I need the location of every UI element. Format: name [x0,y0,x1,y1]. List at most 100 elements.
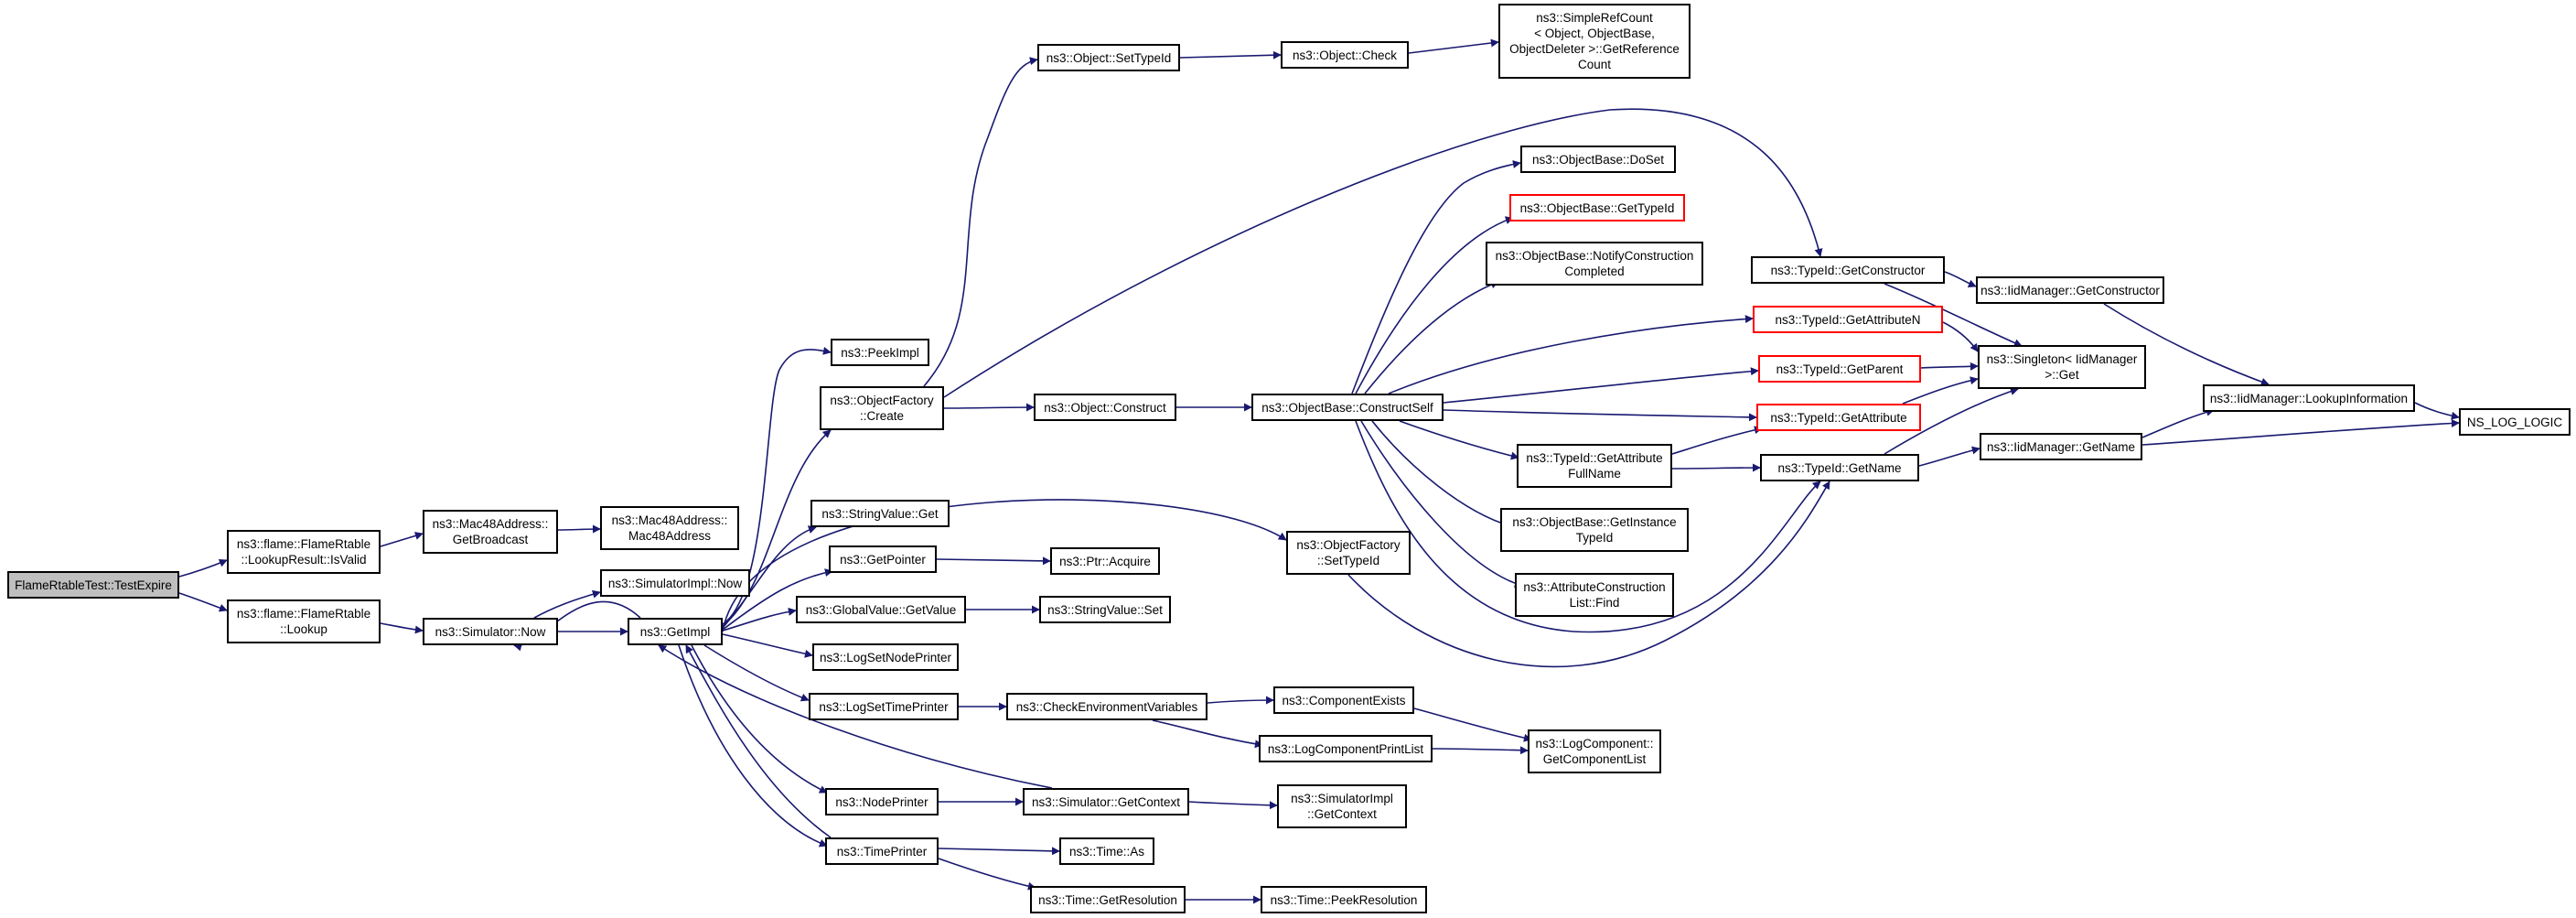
node-getpointer[interactable]: ns3::GetPointer [829,545,937,573]
edge-isvalid-to-getbroadcast [380,532,424,547]
node-mac48address-mac48address[interactable]: ns3::Mac48Address:: Mac48Address [600,506,739,550]
edge-typeidgetattribute-to-singletonget [1902,376,1979,405]
edge-root-to-lookup [178,592,228,612]
node-simulator-now[interactable]: ns3::Simulator::Now [423,618,558,645]
edge-getimpl-to-stringvalueget [722,525,817,629]
edge-typeidgetname-to-singletonget [1884,387,2019,455]
edge-lookupinfo-to-nsloglogic [2414,402,2460,420]
edge-constructself-to-typeidgetname [1355,420,1821,633]
edge-getimpl-to-timeprinter [678,644,828,848]
node-time-peekresolution[interactable]: ns3::Time::PeekResolution [1261,886,1427,913]
edge-ofcreate-to-objectsettypeid [923,57,1038,387]
edge-logcomponentprintlist-to-logcomponentgetlist [1432,746,1529,755]
node-iidmanager-getconstructor[interactable]: ns3::IidManager::GetConstructor [1976,276,2164,304]
node-peekimpl[interactable]: ns3::PeekImpl [831,339,929,366]
edge-constructself-to-obgetinstancetypeid [1371,420,1512,529]
node-flamertabletest-testexpire: FlameRtableTest::TestExpire [7,571,179,599]
node-lookupresult-isvalid[interactable]: ns3::flame::FlameRtable ::LookupResult::… [227,530,381,574]
node-ptr-acquire[interactable]: ns3::Ptr::Acquire [1050,547,1160,575]
edge-iidmanagergetname-to-lookupinfo [2141,407,2215,438]
edge-checkenv-to-logcomponentprintlist [1152,719,1263,749]
edge-timeprinter-to-timegetresolution [938,858,1036,891]
node-typeid-getparent[interactable]: ns3::TypeId::GetParent [1758,355,1921,383]
node-ns-log-logic[interactable]: NS_LOG_LOGIC [2459,408,2571,436]
edge-constructself-to-obnotify [1364,280,1499,394]
edge-componentexists-to-logcomponentgetlist [1413,707,1532,742]
node-logsettimeprinter[interactable]: ns3::LogSetTimePrinter [809,693,959,720]
edge-typeidgetparent-to-singletonget [1920,362,1979,371]
node-objectbase-getinstancetypeid[interactable]: ns3::ObjectBase::GetInstance TypeId [1500,508,1689,552]
node-stringvalue-set[interactable]: ns3::StringValue::Set [1039,596,1171,623]
edge-getimpl-to-getpointer [722,568,833,631]
edge-constructself-to-obdoset [1351,160,1521,394]
node-stringvalue-get[interactable]: ns3::StringValue::Get [810,500,950,527]
edge-getimpl-to-ofsettypeid [722,499,1287,632]
edge-simulatornow-to-simulatorimplnow [533,589,601,619]
node-attributeconstructionlist-find[interactable]: ns3::AttributeConstruction List::Find [1515,573,1674,617]
node-object-construct[interactable]: ns3::Object::Construct [1034,394,1176,421]
node-typeid-getconstructor[interactable]: ns3::TypeId::GetConstructor [1751,256,1945,284]
node-iidmanager-getname[interactable]: ns3::IidManager::GetName [1980,433,2142,460]
node-object-check[interactable]: ns3::Object::Check [1281,41,1409,69]
node-timeprinter[interactable]: ns3::TimePrinter [825,837,939,865]
edge-objectcheck-to-simplerefcount [1408,38,1499,54]
edge-iidmanagergetname-to-nsloglogic [2141,418,2460,446]
node-componentexists[interactable]: ns3::ComponentExists [1273,686,1414,714]
edge-typeidgetattrn-to-singletonget [1942,321,1979,352]
node-typeid-getattribute[interactable]: ns3::TypeId::GetAttribute [1756,404,1921,431]
node-time-getresolution[interactable]: ns3::Time::GetResolution [1030,886,1186,913]
edge-getimpl-to-logsettimeprinter [703,644,810,702]
node-simulatorimpl-now[interactable]: ns3::SimulatorImpl::Now [600,569,750,597]
node-objectfactory-create[interactable]: ns3::ObjectFactory ::Create [820,386,944,430]
node-mac48address-getbroadcast[interactable]: ns3::Mac48Address:: GetBroadcast [423,510,558,554]
edge-constructself-to-typeidgetattrfullname [1399,420,1519,460]
node-nodeprinter[interactable]: ns3::NodePrinter [825,788,939,815]
node-typeid-getattributefullname[interactable]: ns3::TypeId::GetAttribute FullName [1517,444,1672,488]
node-checkenvironmentvariables[interactable]: ns3::CheckEnvironmentVariables [1006,693,1208,720]
edge-constructself-to-attrfind [1360,420,1523,588]
edge-objectsettypeid-to-objectcheck [1179,50,1282,59]
edge-checkenv-to-componentexists [1207,696,1274,705]
node-objectbase-doset[interactable]: ns3::ObjectBase::DoSet [1520,146,1676,173]
edge-getimpl-to-logsetnodeprinter [722,633,813,658]
edge-root-to-isvalid [178,558,228,578]
node-objectfactory-settypeid[interactable]: ns3::ObjectFactory ::SetTypeId [1286,531,1411,575]
edge-constructself-to-obgettypeid [1355,216,1514,394]
edge-getbroadcast-to-mac48address [557,524,601,534]
edge-getimpl-to-globalvalue [722,607,797,632]
node-simulator-getcontext[interactable]: ns3::Simulator::GetContext [1023,788,1189,815]
node-getimpl[interactable]: ns3::GetImpl [628,618,723,645]
edge-timeprinter-to-timeas [938,847,1060,856]
edge-typeidgetattrfullname-to-typeidgetname [1671,463,1761,472]
edge-constructself-to-typeidgetparent [1443,367,1759,404]
node-simulatorimpl-getcontext[interactable]: ns3::SimulatorImpl ::GetContext [1277,784,1407,828]
node-objectbase-gettypeid[interactable]: ns3::ObjectBase::GetTypeId [1509,194,1685,221]
edge-ofsettypeid-to-typeidgetname [1347,481,1830,668]
edge-typeidgetattrfullname-to-typeidgetattribute [1671,426,1763,455]
node-iidmanager-lookupinformation[interactable]: ns3::IidManager::LookupInformation [2203,384,2415,412]
edge-getimpl-to-nodeprinter [691,644,828,794]
edge-iidmanagergetconstructor-to-lookupinfo [2103,303,2270,386]
edge-simgetcontext-to-simulatorimplgetcontext [1188,801,1278,810]
node-logsetnodeprinter[interactable]: ns3::LogSetNodePrinter [812,643,959,671]
node-logcomponentprintlist[interactable]: ns3::LogComponentPrintList [1259,735,1433,762]
node-singleton-iidmanager-get[interactable]: ns3::Singleton< IidManager >::Get [1978,345,2146,389]
node-typeid-getname[interactable]: ns3::TypeId::GetName [1760,454,1919,481]
edge-ofcreate-to-typeidgetconstructor [943,108,1823,398]
node-objectbase-constructself[interactable]: ns3::ObjectBase::ConstructSelf [1251,394,1444,421]
node-logcomponent-getcomponentlist[interactable]: ns3::LogComponent:: GetComponentList [1528,729,1661,773]
node-object-settypeid[interactable]: ns3::Object::SetTypeId [1037,44,1180,71]
node-simplerefcount-getreferencecount[interactable]: ns3::SimpleRefCount < Object, ObjectBase… [1498,4,1690,79]
node-time-as[interactable]: ns3::Time::As [1059,837,1154,865]
node-objectbase-notifyconstructioncompleted[interactable]: ns3::ObjectBase::NotifyConstruction Comp… [1486,242,1703,286]
node-globalvalue-getvalue[interactable]: ns3::GlobalValue::GetValue [796,596,966,623]
edge-lookup-to-simulatornow [380,622,424,634]
node-typeid-getattributen[interactable]: ns3::TypeId::GetAttributeN [1753,306,1943,333]
edge-timeprinter-to-getimpl [685,644,832,838]
node-flamertable-lookup[interactable]: ns3::flame::FlameRtable ::Lookup [227,599,381,643]
edge-typeidgetname-to-iidmanagergetname [1918,446,1980,467]
edge-typeidgetconstructor-to-iidmanagergetconstructor [1944,271,1977,288]
edge-constructself-to-typeidgetattrn [1388,315,1754,394]
